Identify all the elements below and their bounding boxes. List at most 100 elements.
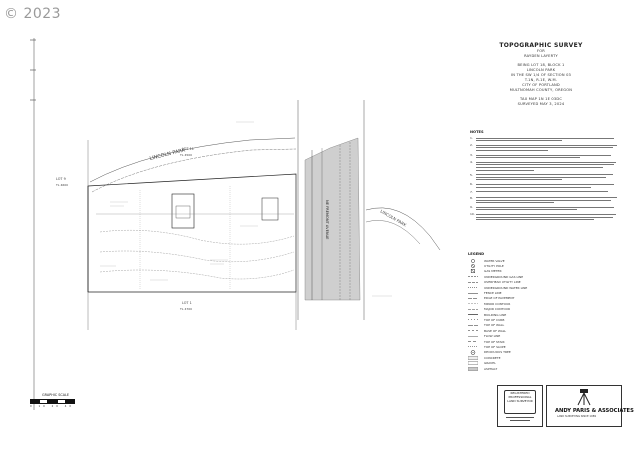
legend-label: FENCE LINE <box>484 291 502 296</box>
copyright-watermark: © 2023 <box>4 6 62 22</box>
legend-item: TOP OF STAIR <box>468 339 528 344</box>
building-footprint <box>171 193 195 229</box>
legend-label: TOP OF STAIR <box>484 339 505 344</box>
line-icon <box>468 297 478 300</box>
title-line: LINCOLN PARK <box>526 68 556 72</box>
line-icon <box>468 340 478 343</box>
street-label-lincoln-park-right: LINCOLN PARK <box>380 209 408 228</box>
legend-label: GAS METER <box>484 269 502 274</box>
surveyor-stamp: REGISTERED PROFESSIONAL LAND SURVEYOR <box>497 385 543 427</box>
line-icon <box>468 318 478 321</box>
legend-item: WATER VALVE <box>468 258 528 263</box>
street-label-fremont: NE FREMONT AVENUE <box>325 200 329 240</box>
legend-item: UNDERGROUND WATER LINE <box>468 285 528 290</box>
legend-item: MAJOR CONTOUR <box>468 307 528 312</box>
scale-ticks: 0 10 20 40 <box>30 405 75 408</box>
lot-boundary <box>87 173 297 293</box>
stamp-seal: REGISTERED PROFESSIONAL LAND SURVEYOR <box>504 390 536 414</box>
title-line: TAX MAP 1N 1E 03DC <box>519 97 563 101</box>
title-line: FOR <box>537 49 545 53</box>
legend-label: CONCRETE <box>484 355 501 360</box>
street-pavement <box>304 137 361 301</box>
line-icon <box>468 324 478 327</box>
legend-label: UTILITY POLE <box>484 264 504 269</box>
notes-header: NOTES <box>470 130 484 134</box>
graphic-scale: GRAPHIC SCALE 0 10 20 40 <box>30 393 75 408</box>
utility-pole-icon <box>468 264 478 268</box>
line-icon <box>468 286 478 289</box>
title-line: CITY OF PORTLAND <box>522 83 560 87</box>
legend-item: BUILDING LINE <box>468 312 528 317</box>
lot-label: LOT 9 <box>56 177 66 181</box>
lot-label: LOT 11 <box>182 147 194 151</box>
asphalt-swatch-icon <box>468 366 478 371</box>
legend-label: BASE OF WALL <box>484 328 507 333</box>
survey-title: TOPOGRAPHIC SURVEY <box>499 42 583 49</box>
legend-item: TOE OF SLOPE <box>468 344 528 349</box>
firm-name: ANDY PARIS & ASSOCIATES <box>555 408 634 414</box>
stamp-label: REGISTERED PROFESSIONAL LAND SURVEYOR <box>507 391 533 403</box>
legend-item: DECIDUOUS TREE <box>468 350 528 355</box>
legend-item: CONCRETE <box>468 355 528 360</box>
legend-item: TOP OF WALL <box>468 323 528 328</box>
legend-label: MAJOR CONTOUR <box>484 307 511 312</box>
legend-item: UTILITY POLE <box>468 263 528 268</box>
surveyor-tripod-icon <box>577 389 591 406</box>
title-line: MULTNOMAH COUNTY, OREGON <box>509 88 573 92</box>
legend-item: EDGE OF PAVEMENT <box>468 296 528 301</box>
legend-label: TOE OF SLOPE <box>484 344 506 349</box>
line-icon <box>468 313 478 316</box>
legend-item: ASPHALT <box>468 366 528 371</box>
title-line: BEING LOT 18, BLOCK 1 <box>517 63 565 67</box>
legend-label: TOP OF CURB <box>484 317 505 322</box>
legend-item: BASE OF WALL <box>468 328 528 333</box>
gravel-swatch-icon <box>468 361 478 365</box>
water-valve-icon <box>468 258 478 263</box>
legend-item: GRAVEL <box>468 360 528 365</box>
legend-item: FLOW LINE <box>468 333 528 338</box>
title-line: IN THE SW 1/4 OF SECTION 03 <box>510 73 572 77</box>
line-icon <box>468 275 478 278</box>
survey-notes: NOTES 1. 2. 3. 4. 5. 6. 7. 8. 9. 10. <box>470 130 620 221</box>
legend-item: GAS METER <box>468 269 528 274</box>
line-icon <box>468 292 478 295</box>
legend-label: UNDERGROUND GAS LINE <box>484 274 524 279</box>
title-line: SURVEYED MAY 3, 2024 <box>517 102 565 106</box>
lot-code: TL 4500 <box>179 153 192 157</box>
legend-item: UNDERGROUND GAS LINE <box>468 274 528 279</box>
legend-label: WATER VALVE <box>484 258 505 263</box>
legend-label: BUILDING LINE <box>484 312 507 317</box>
title-line: RAYDEN LAYERTY <box>524 54 558 58</box>
scale-label: GRAPHIC SCALE <box>42 393 70 397</box>
lot-code: TL 4600 <box>55 183 68 187</box>
concrete-swatch-icon <box>468 356 478 360</box>
legend-label: TOP OF WALL <box>484 323 505 328</box>
scale-bar <box>30 399 75 404</box>
legend-label: MINOR CONTOUR <box>484 301 511 306</box>
legend-label: EDGE OF PAVEMENT <box>484 296 515 301</box>
garage-footprint <box>261 197 279 221</box>
line-icon <box>468 281 478 284</box>
firm-tagline: LAND SURVEYING SINCE 1989 <box>557 415 597 418</box>
legend-label: OVERHEAD UTILITY LINE <box>484 280 521 285</box>
title-block: TOPOGRAPHIC SURVEY FOR RAYDEN LAYERTY BE… <box>486 42 596 107</box>
legend-item: OVERHEAD UTILITY LINE <box>468 280 528 285</box>
tree-icon <box>468 350 478 355</box>
legend-item: MINOR CONTOUR <box>468 301 528 306</box>
line-icon <box>468 308 478 311</box>
line-icon <box>468 345 478 348</box>
legend-label: GRAVEL <box>484 361 496 366</box>
legend-label: ASPHALT <box>484 366 498 371</box>
legend-header: LEGEND <box>468 252 485 256</box>
title-line: T.1N, R.1E, W.M. <box>524 78 558 82</box>
gas-meter-icon <box>468 269 478 274</box>
line-icon <box>468 335 478 338</box>
line-icon <box>468 329 478 332</box>
legend-label: UNDERGROUND WATER LINE <box>484 285 528 290</box>
legend-item: TOP OF CURB <box>468 317 528 322</box>
legend-item: FENCE LINE <box>468 290 528 295</box>
line-icon <box>468 302 478 305</box>
legend-label: DECIDUOUS TREE <box>484 350 511 355</box>
